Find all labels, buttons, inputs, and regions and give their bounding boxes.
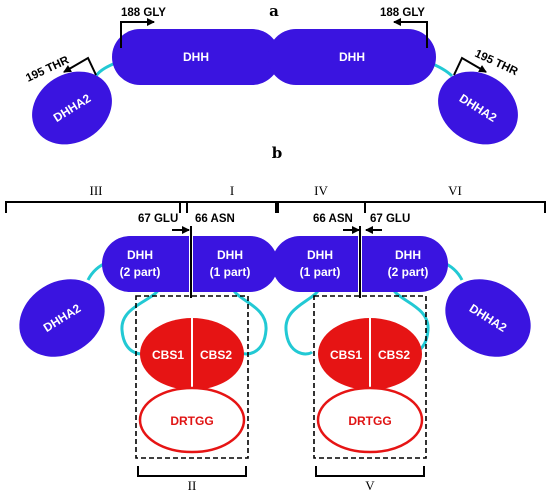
drtgg-domain-left [138,386,246,454]
thr-left-arrow [63,56,97,76]
region-bracket-ii [137,466,247,477]
dhha2-domain-left [32,71,112,145]
region-bracket-iii [5,201,188,213]
region-label-i: I [230,183,234,198]
region-label-iii: III [90,183,103,198]
region-bracket-vi [364,201,546,213]
thr-right-arrow [453,56,487,76]
dhh-left-label: DHH [183,50,209,64]
gly-right-arrow [393,18,428,48]
region-bracket-i [179,201,277,213]
cbs2-left-label: CBS2 [200,348,232,362]
cbs-box-right [313,295,427,459]
cbs1-right-label: CBS1 [330,348,362,362]
drtgg-left-label: DRTGG [170,414,213,428]
dhha2-domain-right [438,71,518,145]
cbs2-right-label: CBS2 [378,348,410,362]
dhh1-name: DHH [127,248,153,262]
dhha2-b-left [19,279,105,357]
dhha2-b-right [445,279,531,357]
dhh2-name: DHH [217,248,243,262]
dhh4-name: DHH [395,248,421,262]
region-bracket-iv [277,201,366,213]
dhh4-part: (2 part) [388,265,429,279]
glu-right-label: 67 GLU [370,213,410,225]
glu-left-label: 67 GLU [138,213,178,225]
dhh3-name: DHH [307,248,333,262]
region-label-v: V [365,478,375,493]
region-label-vi: VI [448,183,462,198]
dhh-domain-left [112,29,280,85]
asn-left-label: 66 ASN [195,213,235,225]
dhh-1part-right [272,236,358,292]
dhh3-part: (1 part) [300,265,341,279]
dhh2-part: (1 part) [210,265,251,279]
dhh-domain-right [268,29,436,85]
dhh-2part-right [362,236,448,292]
linker-b-cbs-right-a [284,284,322,356]
gly-right-label: 188 GLY [380,7,425,19]
cbs1-left-label: CBS1 [152,348,184,362]
asn-right-label: 66 ASN [313,213,353,225]
cbs-box-left [135,295,249,459]
drtgg-right-label: DRTGG [348,414,391,428]
gly-left-arrow [120,18,155,48]
dhh-right-label: DHH [339,50,365,64]
gly-left-label: 188 GLY [121,7,166,19]
region-bracket-v [315,466,425,477]
dhh-2part-left [102,236,189,292]
region-label-ii: II [188,478,197,493]
drtgg-domain-right [316,386,424,454]
panel-a-label: a [269,2,279,20]
region-label-iv: IV [314,183,328,198]
dhh-1part-left [193,236,278,292]
dhh1-part: (2 part) [120,265,161,279]
panel-b-label: b [272,144,283,162]
